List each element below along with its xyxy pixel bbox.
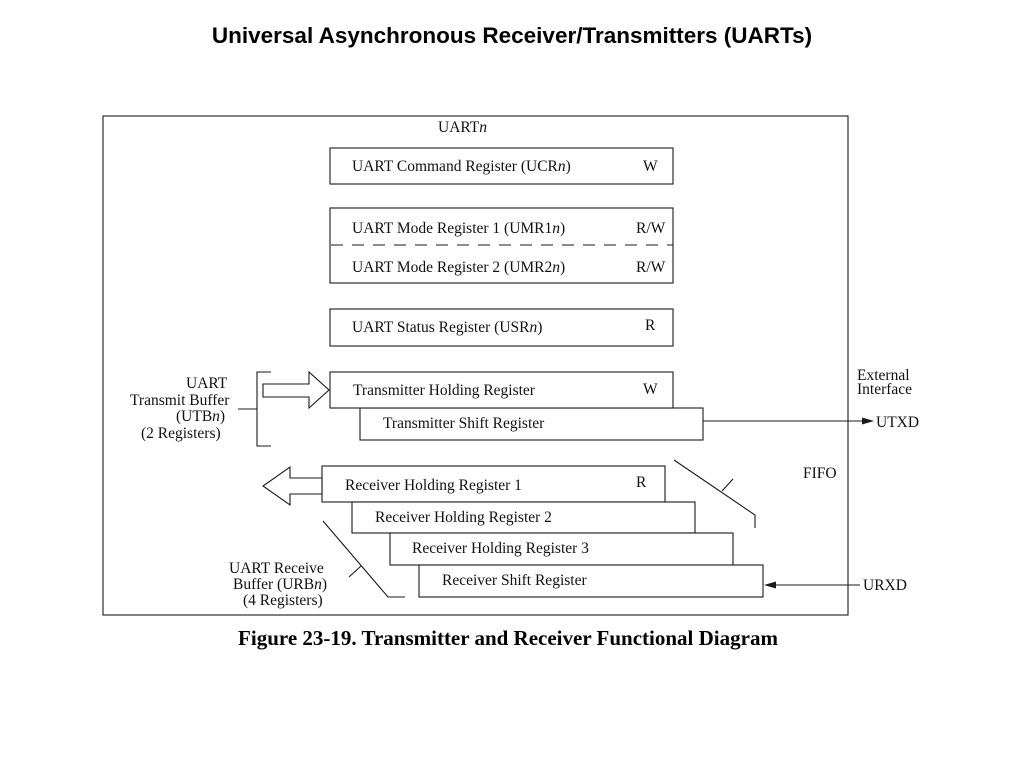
transmit-buffer-label-line-3: (UTBn) [176,408,225,425]
external-interface-label-line-2: Interface [857,381,912,398]
urxd-arrow [764,581,860,589]
register-box-rhr1 [321,465,666,503]
transmit-buffer-label-line-4: (2 Registers) [141,425,221,442]
utxd-pin-label: UTXD [876,414,919,431]
register-umr: UART Mode Register 1 (UMR1n) R/W UART Mo… [329,207,674,284]
register-label-umr1: UART Mode Register 1 (UMR1n) [352,220,565,237]
register-usr: UART Status Register (USRn) R [329,308,674,347]
register-label-rhr3: Receiver Holding Register 3 [412,540,589,557]
register-access-ucr: W [643,158,658,175]
register-access-usr: R [645,317,656,334]
receive-buffer-label-line-1: UART Receive [229,560,324,577]
fifo-label: FIFO [803,465,837,482]
register-box-thr [329,371,674,409]
register-label-ucr: UART Command Register (UCRn) [352,158,571,175]
slide-title: Universal Asynchronous Receiver/Transmit… [212,23,812,48]
external-interface-label-line-1: External [857,367,910,384]
receive-buffer-label-line-3: (4 Registers) [243,592,323,609]
register-label-rhr1: Receiver Holding Register 1 [345,477,522,494]
transmit-buffer-bracket [256,371,271,447]
register-access-rhr1: R [636,474,647,491]
register-label-tsr: Transmitter Shift Register [383,415,545,432]
register-label-thr: Transmitter Holding Register [353,382,536,399]
register-label-rsr: Receiver Shift Register [442,572,587,589]
uart-functional-diagram: UARTn UART Command Register (UCRn) W UAR… [102,115,919,616]
register-label-usr: UART Status Register (USRn) [352,319,542,336]
fifo-bracket [673,459,756,528]
diagram-frame [102,115,849,616]
register-box-tsr [359,407,704,441]
urxd-arrow-head [764,581,776,589]
urxd-pin-label: URXD [863,577,907,594]
fifo-bracket-tick [721,478,734,492]
register-access-umr1: R/W [636,220,666,237]
receive-buffer: Receiver Holding Register 1 R Receiver H… [229,459,837,609]
register-access-thr: W [643,381,658,398]
register-label-rhr2: Receiver Holding Register 2 [375,509,552,526]
receive-buffer-bracket [322,520,405,598]
register-access-umr2: R/W [636,259,666,276]
receive-buffer-bracket-tick [348,565,362,578]
module-label: UARTn [438,119,487,136]
receive-buffer-label-line-2: Buffer (URBn) [233,576,327,593]
register-box-rsr [418,564,764,598]
utxd-arrow-head [862,417,874,425]
transmit-buffer: Transmitter Holding Register W Transmitt… [130,370,704,447]
figure-caption: Figure 23-19. Transmitter and Receiver F… [238,626,778,650]
register-label-umr2: UART Mode Register 2 (UMR2n) [352,259,565,276]
register-box-ucr [329,147,674,185]
utxd-arrow [703,417,874,425]
receive-output-arrow [262,465,323,507]
transmit-buffer-label-line-2: Transmit Buffer [130,392,230,409]
register-ucr: UART Command Register (UCRn) W [329,147,674,185]
register-box-rhr2 [351,501,696,534]
register-box-rhr3 [389,532,734,566]
transmit-buffer-label-line-1: UART [186,375,228,392]
register-box-usr [329,308,674,347]
transmit-input-arrow [262,370,330,410]
